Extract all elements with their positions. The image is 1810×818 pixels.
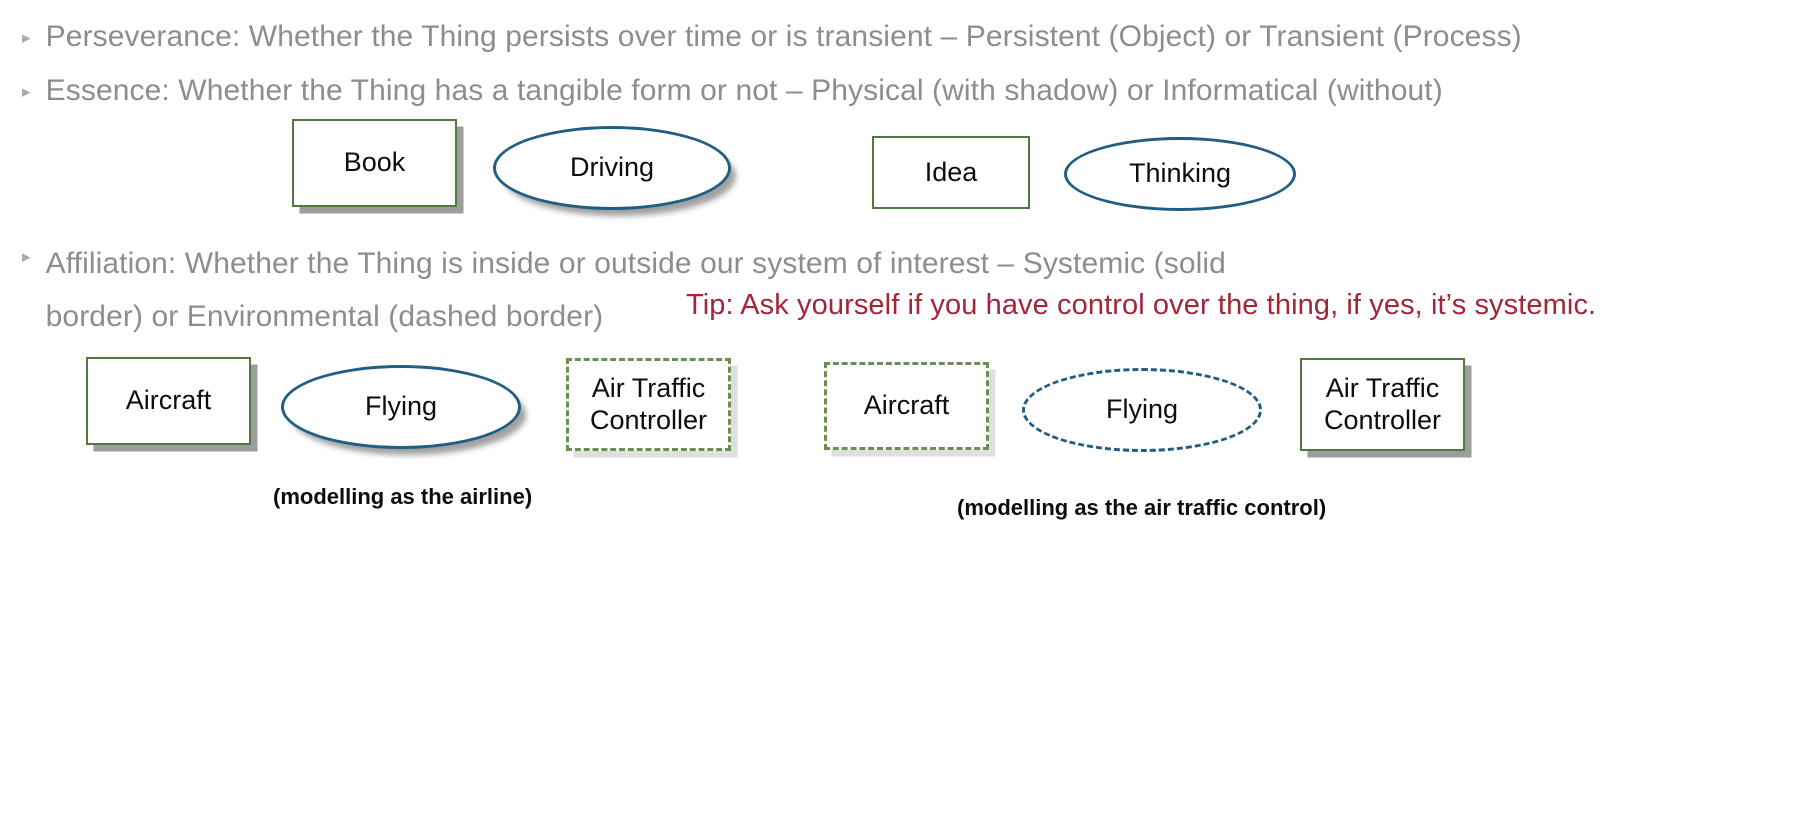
caption-modelling-as-air-traffic-control: (modelling as the air traffic control) (957, 495, 1327, 520)
bullet-affiliation: ▸ Affiliation: Whether the Thing is insi… (22, 237, 1322, 344)
shape-label: Idea (924, 156, 978, 187)
shape-label: Air Traffic Controller (1323, 372, 1442, 435)
shape-label: Aircraft (125, 385, 212, 416)
bullet-perseverance: ▸ Perseverance: Whether the Thing persis… (22, 18, 1522, 56)
bullet-essence-text: Essence: Whether the Thing has a tangibl… (45, 74, 1443, 107)
shape-label: Book (343, 147, 406, 178)
shape-label: Aircraft (863, 390, 950, 421)
shape-label: Driving (569, 152, 655, 183)
shape-label: Thinking (1128, 158, 1232, 189)
example-shape-idea: Idea (872, 136, 1030, 209)
example-shape-driving: Driving (493, 126, 731, 210)
example-shape-air-traffic-controller-environmental: Air Traffic Controller (566, 358, 738, 458)
bullet-marker-icon: ▸ (22, 247, 31, 266)
shape-label: Flying (364, 391, 438, 422)
example-shape-air-traffic-controller-systemic: Air Traffic Controller (1300, 358, 1465, 451)
example-shape-aircraft-environmental: Aircraft (824, 362, 996, 457)
tip-text: Tip: Ask yourself if you have control ov… (686, 289, 1597, 321)
bullet-affiliation-text: Affiliation: Whether the Thing is inside… (45, 247, 1226, 334)
shape-label: Air Traffic Controller (589, 372, 708, 435)
example-shape-thinking: Thinking (1064, 137, 1296, 211)
bullet-perseverance-text: Perseverance: Whether the Thing persists… (45, 20, 1522, 53)
bullet-essence: ▸ Essence: Whether the Thing has a tangi… (22, 72, 1443, 110)
caption-modelling-as-airline: (modelling as the airline) (273, 484, 533, 509)
bullet-marker-icon: ▸ (22, 28, 31, 47)
bullet-marker-icon: ▸ (22, 82, 31, 101)
example-shape-flying-environmental: Flying (1022, 368, 1267, 458)
example-shape-flying-systemic: Flying (281, 365, 521, 449)
example-shape-book: Book (292, 119, 457, 207)
example-shape-aircraft-systemic: Aircraft (86, 357, 251, 445)
shape-label: Flying (1105, 394, 1179, 425)
